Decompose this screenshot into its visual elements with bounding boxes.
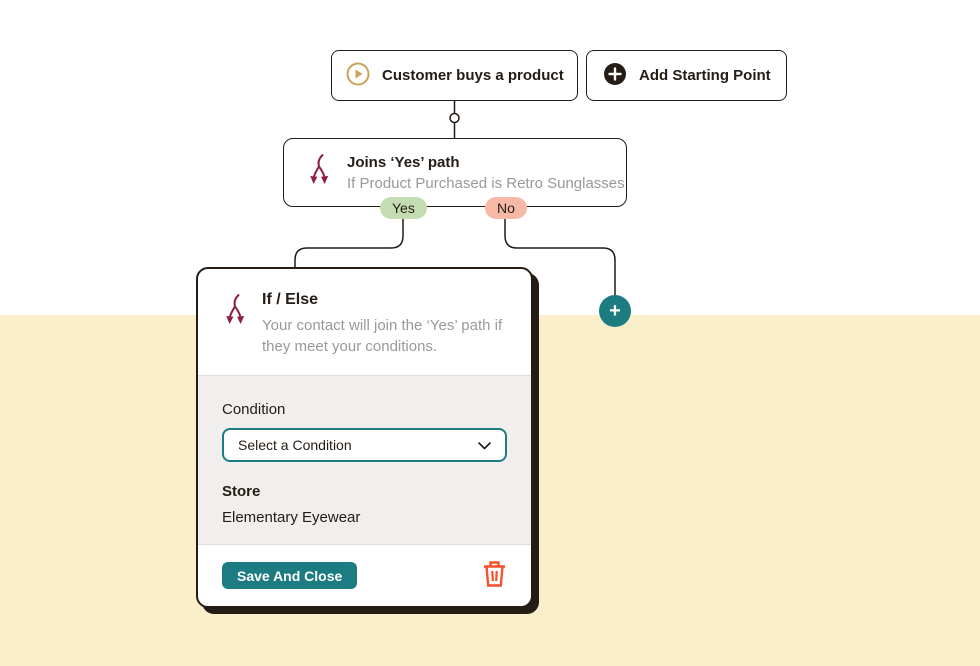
delete-step-button[interactable] [482, 560, 507, 591]
no-path-badge[interactable]: No [485, 197, 527, 219]
plus-circle-icon [603, 62, 627, 90]
chevron-down-icon [478, 437, 491, 453]
yes-path-label: Yes [392, 200, 415, 216]
branch-split-icon [306, 153, 332, 192]
if-else-card-title: If / Else [262, 291, 319, 308]
if-else-editor-card: If / Else Your contact will join the ‘Ye… [196, 267, 533, 608]
connector-port-dot [449, 112, 460, 124]
branch-node-title: Joins ‘Yes’ path [347, 153, 460, 171]
condition-select[interactable]: Select a Condition [222, 428, 507, 462]
if-else-card-footer: Save And Close [198, 545, 531, 606]
store-value: Elementary Eyewear [222, 509, 361, 526]
branch-split-icon [222, 293, 248, 357]
add-starting-point-label: Add Starting Point [639, 67, 771, 84]
trash-icon [482, 560, 507, 591]
if-else-card-description: Your contact will join the ‘Yes’ path if… [262, 317, 503, 355]
play-icon [346, 62, 370, 90]
store-label: Store [222, 483, 261, 500]
condition-select-value: Select a Condition [238, 437, 352, 453]
if-else-card-header: If / Else Your contact will join the ‘Ye… [198, 269, 531, 375]
add-starting-point-button[interactable]: Add Starting Point [586, 50, 787, 101]
trigger-node-customer-buys[interactable]: Customer buys a product [331, 50, 578, 101]
add-step-button-no-path[interactable]: + [599, 295, 631, 327]
save-and-close-button[interactable]: Save And Close [222, 562, 358, 589]
branch-node-joins-yes-path[interactable]: Joins ‘Yes’ path If Product Purchased is… [283, 138, 627, 207]
trigger-node-label: Customer buys a product [382, 67, 564, 84]
no-path-label: No [497, 200, 515, 216]
plus-icon: + [609, 300, 621, 322]
if-else-card-body: Condition Select a Condition Store Eleme… [198, 375, 531, 545]
condition-label: Condition [222, 401, 286, 418]
branch-node-subtitle: If Product Purchased is Retro Sunglasses [347, 174, 625, 192]
yes-path-badge[interactable]: Yes [380, 197, 427, 219]
